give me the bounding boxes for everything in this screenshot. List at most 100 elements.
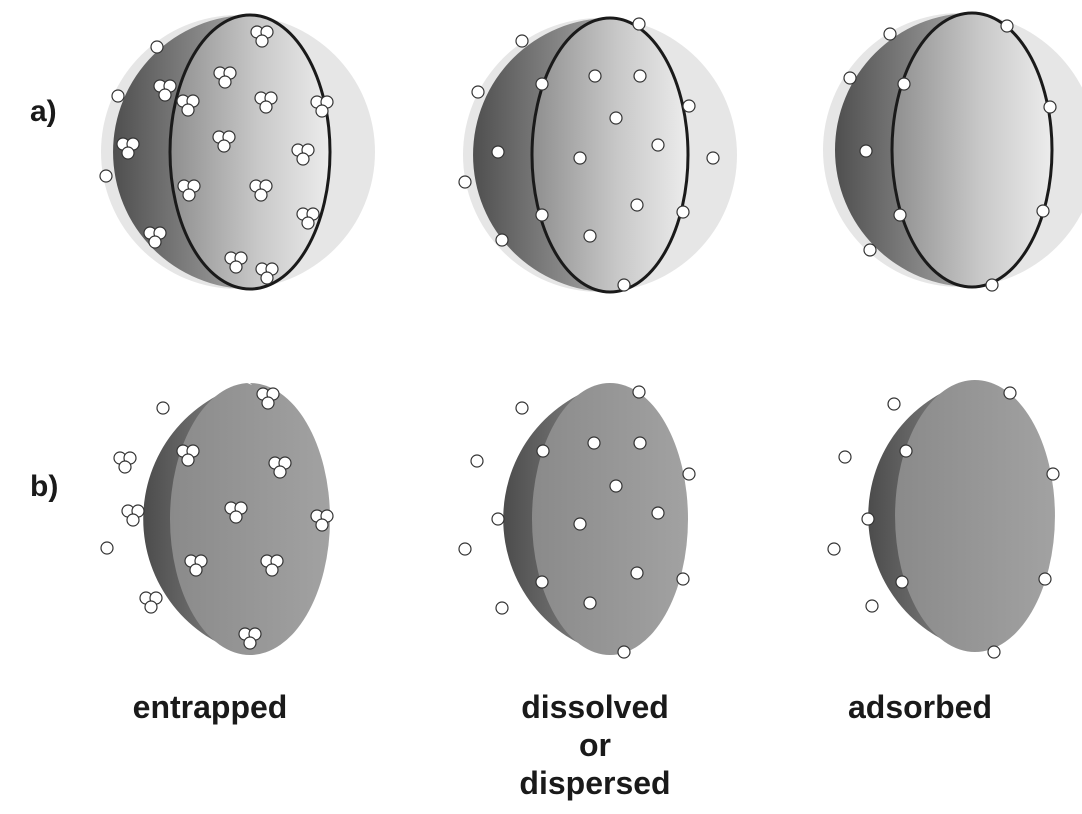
particle	[584, 597, 596, 609]
particle	[631, 199, 643, 211]
particle	[536, 576, 548, 588]
particle	[866, 600, 878, 612]
particle	[844, 72, 856, 84]
particle-cluster	[218, 140, 230, 152]
column-label-entrapped: entrapped	[80, 688, 340, 726]
particle	[537, 445, 549, 457]
particle	[459, 543, 471, 555]
particle	[988, 646, 1000, 658]
particle	[516, 402, 528, 414]
particle-cluster	[261, 272, 273, 284]
particle-cluster	[262, 397, 274, 409]
particle	[1004, 387, 1016, 399]
particle	[683, 100, 695, 112]
particle-cluster	[244, 637, 256, 649]
row-label-b: b)	[30, 470, 58, 504]
particle-cluster	[145, 601, 157, 613]
particle	[894, 209, 906, 221]
column-label-dissolved-line1: dissolved	[465, 688, 725, 726]
particle-cluster	[256, 35, 268, 47]
column-label-dissolved: dissolved or dispersed	[465, 688, 725, 802]
particle-cluster	[260, 101, 272, 113]
particle	[864, 244, 876, 256]
particle	[860, 145, 872, 157]
particle-cluster	[182, 104, 194, 116]
particle	[652, 139, 664, 151]
particle	[516, 35, 528, 47]
particle	[888, 398, 900, 410]
column-label-entrapped-text: entrapped	[80, 688, 340, 726]
particle	[157, 402, 169, 414]
particle	[610, 112, 622, 124]
particle	[634, 70, 646, 82]
particle	[633, 18, 645, 30]
particle	[496, 602, 508, 614]
particle-cluster	[127, 514, 139, 526]
particle	[898, 78, 910, 90]
particle	[839, 451, 851, 463]
particle-cluster	[219, 76, 231, 88]
particle-cluster	[316, 105, 328, 117]
hemisphere-cut-face	[532, 383, 688, 655]
particle-cluster	[119, 461, 131, 473]
particle	[1039, 573, 1051, 585]
particle	[634, 437, 646, 449]
particle	[536, 209, 548, 221]
hemisphere-cut-face	[895, 380, 1055, 652]
particle	[707, 152, 719, 164]
particle	[459, 176, 471, 188]
row-label-a: a)	[30, 95, 57, 129]
particle-cluster	[266, 564, 278, 576]
particle-cluster	[230, 511, 242, 523]
particle	[574, 152, 586, 164]
particle	[589, 70, 601, 82]
particle	[677, 206, 689, 218]
particle	[683, 468, 695, 480]
particle-cluster	[159, 89, 171, 101]
column-label-dissolved-line2: or	[465, 726, 725, 764]
particle-cluster	[190, 564, 202, 576]
particle	[588, 437, 600, 449]
particle	[652, 507, 664, 519]
particle-cluster	[149, 236, 161, 248]
particle	[496, 234, 508, 246]
particle	[1044, 101, 1056, 113]
particle-cluster	[230, 261, 242, 273]
particle	[574, 518, 586, 530]
particle	[828, 543, 840, 555]
sphere-a-dissolved	[463, 18, 737, 292]
particle	[151, 41, 163, 53]
particle	[492, 146, 504, 158]
particle	[631, 567, 643, 579]
column-label-adsorbed: adsorbed	[790, 688, 1050, 726]
column-label-dissolved-line3: dispersed	[465, 764, 725, 802]
particle	[618, 646, 630, 658]
particle-cluster	[183, 189, 195, 201]
hemisphere-cut-face	[170, 383, 330, 655]
particle-cluster	[297, 153, 309, 165]
particle	[100, 170, 112, 182]
particle-cluster	[302, 217, 314, 229]
particle	[112, 90, 124, 102]
particle-cluster	[316, 519, 328, 531]
particle-cluster	[182, 454, 194, 466]
particle	[896, 576, 908, 588]
particle-cluster	[255, 189, 267, 201]
particle	[610, 480, 622, 492]
particle-cluster	[274, 466, 286, 478]
particle-cluster	[122, 147, 134, 159]
column-label-adsorbed-text: adsorbed	[790, 688, 1050, 726]
particle	[986, 279, 998, 291]
particle	[884, 28, 896, 40]
particle	[900, 445, 912, 457]
hemisphere-b-adsorbed	[868, 380, 1055, 652]
particle	[677, 573, 689, 585]
particle	[536, 78, 548, 90]
particle	[862, 513, 874, 525]
particle	[471, 455, 483, 467]
particle	[633, 386, 645, 398]
particle	[584, 230, 596, 242]
particle	[1047, 468, 1059, 480]
particle	[1001, 20, 1013, 32]
